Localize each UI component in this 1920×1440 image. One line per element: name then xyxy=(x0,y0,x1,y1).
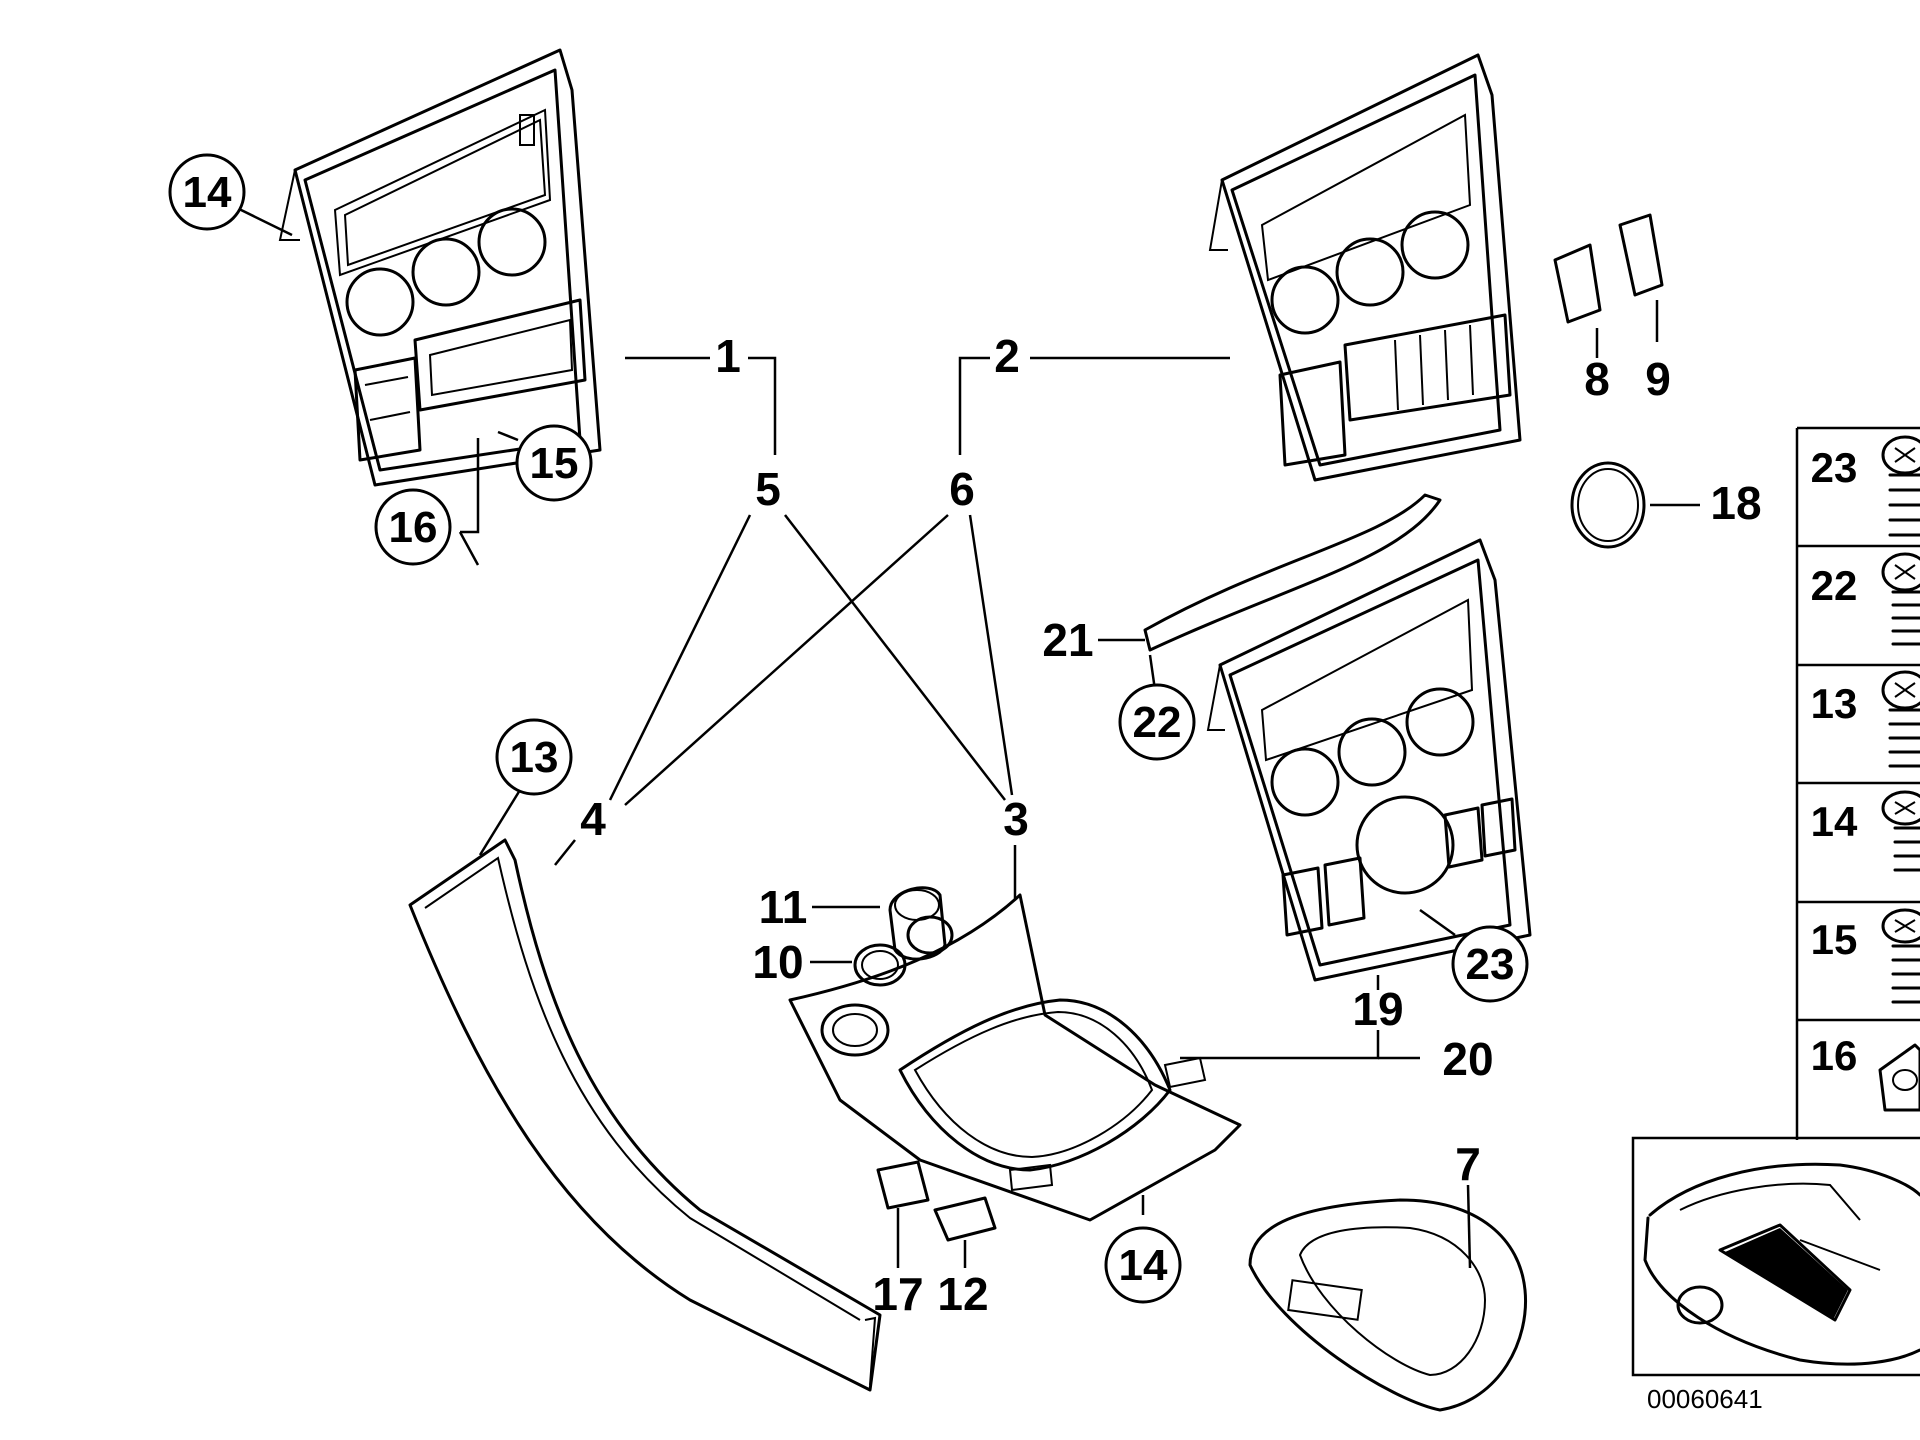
circled-label-14-top: 14 xyxy=(168,153,246,231)
panel-part-2 xyxy=(1208,53,1522,482)
shifter-bezel-part-7 xyxy=(1248,1198,1528,1412)
label-17: 17 xyxy=(872,1268,923,1320)
circled-label-text: 13 xyxy=(510,733,559,782)
circled-label-15: 15 xyxy=(515,424,593,502)
circled-label-14-bottom: 14 xyxy=(1104,1226,1182,1304)
circled-label-16: 16 xyxy=(374,488,452,566)
fastener-row-23: 23 xyxy=(1811,435,1920,537)
label-10: 10 xyxy=(752,936,803,988)
clip-part-12 xyxy=(933,1196,997,1242)
ring-part-18 xyxy=(1570,461,1646,549)
label-9: 9 xyxy=(1645,353,1671,405)
label-7: 7 xyxy=(1455,1138,1481,1190)
label-18: 18 xyxy=(1710,477,1761,529)
screw-icon xyxy=(1881,435,1920,537)
cap-part-11 xyxy=(888,886,954,961)
circled-label-text: 22 xyxy=(1133,698,1182,747)
fastener-table: 23 22 13 14 xyxy=(1795,426,1920,1140)
circled-label-text: 15 xyxy=(530,439,579,488)
circled-label-13: 13 xyxy=(495,718,573,796)
ring-part-10 xyxy=(853,943,907,987)
fastener-label: 23 xyxy=(1811,444,1858,491)
label-12: 12 xyxy=(937,1268,988,1320)
car-icon xyxy=(1643,1162,1920,1366)
screw-icon xyxy=(1881,790,1920,872)
label-11: 11 xyxy=(759,881,808,933)
circled-label-text: 14 xyxy=(1119,1241,1168,1290)
circled-label-text: 14 xyxy=(183,168,232,217)
circled-label-23: 23 xyxy=(1451,925,1529,1003)
console-part-3 xyxy=(788,893,1242,1222)
vehicle-locator-inset xyxy=(1631,1136,1920,1377)
clip-part-17 xyxy=(876,1160,930,1210)
label-1: 1 xyxy=(715,330,741,382)
label-20: 20 xyxy=(1442,1033,1493,1085)
fastener-label: 16 xyxy=(1811,1032,1858,1079)
circled-label-text: 23 xyxy=(1466,940,1515,989)
clip-part-9 xyxy=(1618,213,1664,297)
fastener-row-13: 13 xyxy=(1811,670,1920,768)
fastener-label: 14 xyxy=(1811,798,1858,845)
leader-lines xyxy=(234,205,1700,1269)
clip-part-8 xyxy=(1553,243,1602,324)
fastener-row-16: 16 xyxy=(1811,1032,1920,1112)
fastener-label: 13 xyxy=(1811,680,1858,727)
label-4: 4 xyxy=(580,793,606,845)
fastener-row-15: 15 xyxy=(1811,908,1920,1004)
panel-part-19 xyxy=(1143,493,1532,982)
screw-icon xyxy=(1881,908,1920,1004)
fastener-label: 22 xyxy=(1811,562,1858,609)
fastener-row-22: 22 xyxy=(1811,552,1920,646)
label-2: 2 xyxy=(994,330,1020,382)
screw-icon xyxy=(1881,552,1920,646)
fastener-row-14: 14 xyxy=(1811,790,1920,872)
circled-label-22: 22 xyxy=(1118,683,1196,761)
label-3: 3 xyxy=(1003,793,1029,845)
screw-icon xyxy=(1881,670,1920,768)
clip-nut-icon xyxy=(1878,1043,1920,1112)
circled-label-text: 16 xyxy=(389,503,438,552)
trim-strip-part-4 xyxy=(408,838,882,1392)
label-6: 6 xyxy=(949,463,975,515)
label-21: 21 xyxy=(1042,614,1093,666)
label-8: 8 xyxy=(1584,353,1610,405)
label-5: 5 xyxy=(755,463,781,515)
diagram-code: 00060641 xyxy=(1647,1384,1763,1414)
panel-part-1 xyxy=(278,48,602,487)
label-19: 19 xyxy=(1352,983,1403,1035)
fastener-label: 15 xyxy=(1811,916,1858,963)
